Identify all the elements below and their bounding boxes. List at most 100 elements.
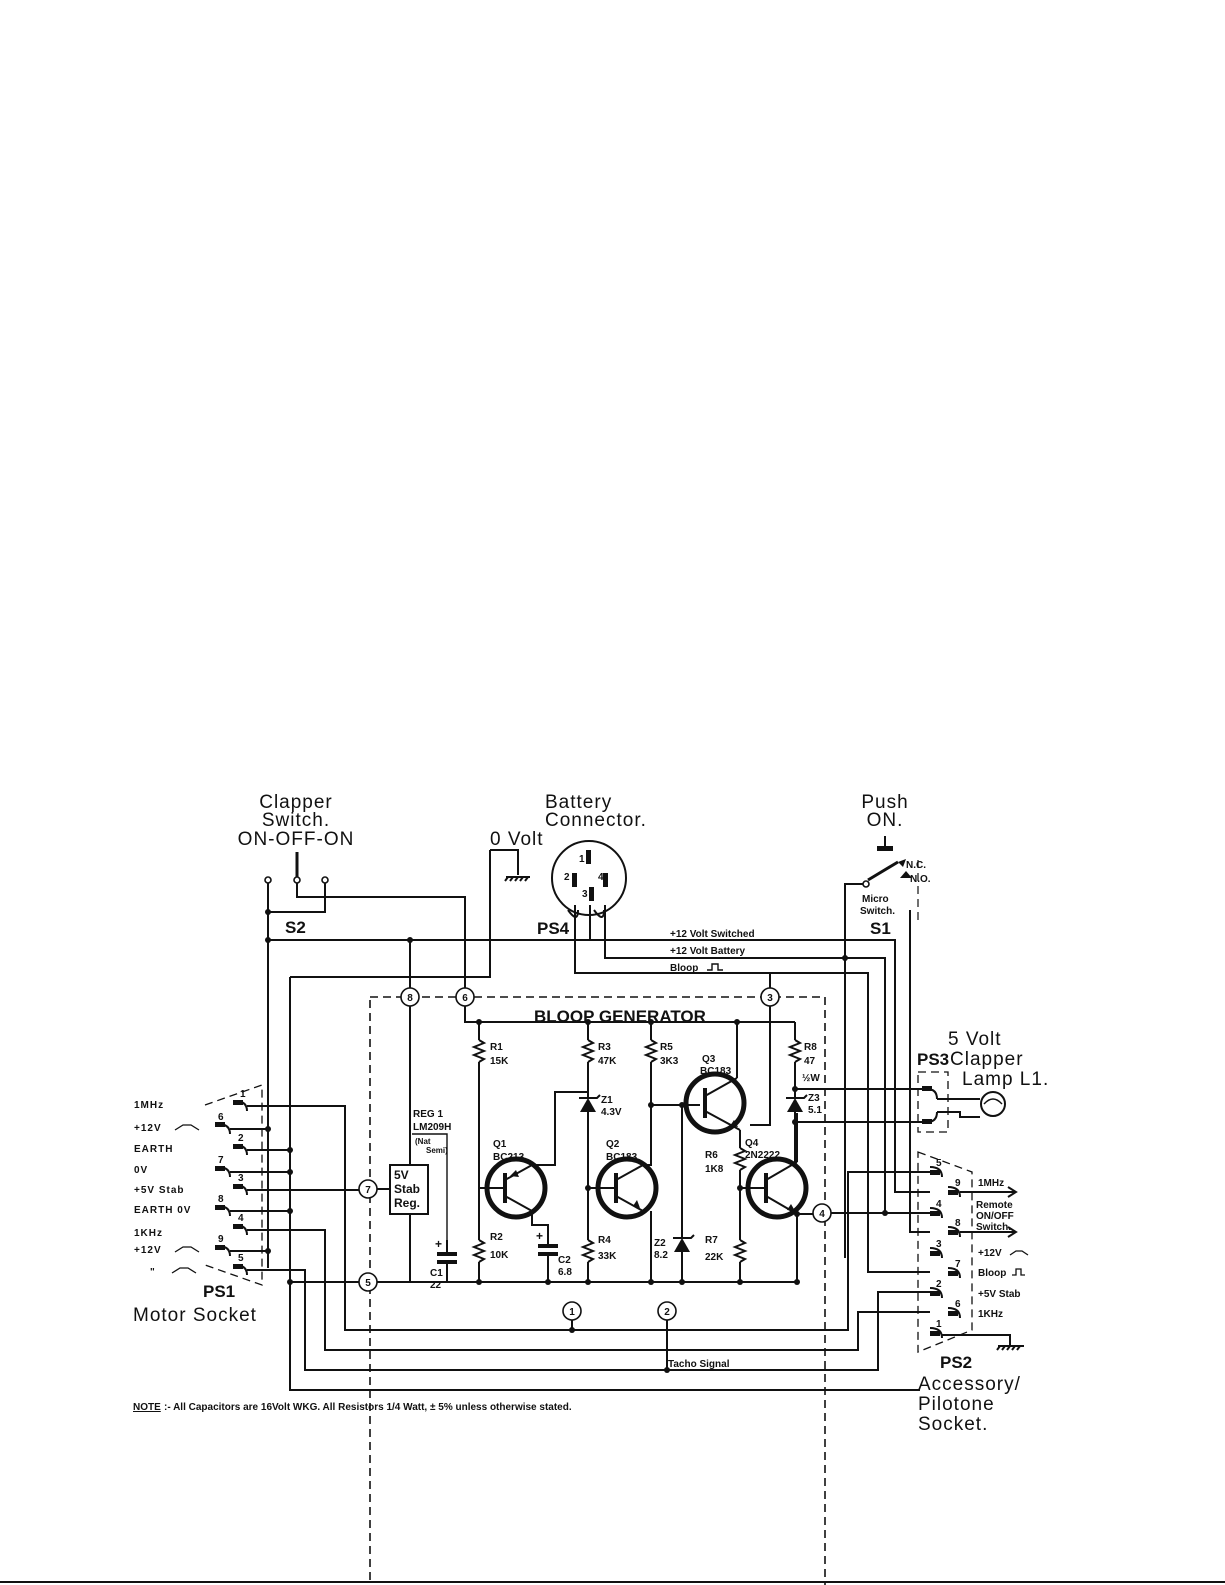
- svg-text:47K: 47K: [598, 1056, 617, 1067]
- svg-text:R7: R7: [705, 1235, 718, 1246]
- wire-0v-return: [289, 977, 920, 1391]
- svg-text:R1: R1: [490, 1042, 503, 1053]
- svg-text:REG 1: REG 1: [413, 1109, 443, 1120]
- svg-text:EARTH 0V: EARTH 0V: [134, 1205, 191, 1216]
- node-5: 5: [358, 1272, 378, 1292]
- svg-text:33K: 33K: [598, 1251, 617, 1262]
- svg-text:3: 3: [582, 889, 588, 900]
- node-4: 4: [812, 1203, 832, 1223]
- q1-transistor: Q1 BC213: [479, 1139, 548, 1220]
- z1-zener: Z1 4.3V: [579, 1094, 622, 1118]
- remote-label-3: Switch.: [976, 1222, 1011, 1233]
- svg-text:+5V Stab: +5V Stab: [978, 1289, 1021, 1300]
- svg-text:+12V: +12V: [134, 1123, 162, 1134]
- s2-label: S2: [285, 918, 306, 937]
- s1-micro-switch: N.C. N.O. Micro Switch. S1: [844, 836, 931, 1258]
- push-on-label: Push ON.: [861, 792, 908, 831]
- svg-text:5.1: 5.1: [808, 1105, 822, 1116]
- node-7: 7: [358, 1179, 378, 1199]
- svg-text:9: 9: [955, 1178, 961, 1189]
- svg-text:4.3V: 4.3V: [601, 1107, 622, 1118]
- ps2-pin-9: 9: [947, 1178, 961, 1198]
- svg-text:6: 6: [955, 1299, 961, 1310]
- svg-text:Bloop: Bloop: [670, 963, 698, 974]
- svg-text:1MHz: 1MHz: [134, 1100, 164, 1111]
- svg-text:½W: ½W: [802, 1073, 820, 1084]
- svg-text:ON.: ON.: [867, 810, 904, 831]
- ps2-pin-5: 5: [929, 1158, 943, 1178]
- node-1: 1: [562, 1301, 582, 1321]
- svg-text:Switch.: Switch.: [262, 810, 330, 831]
- svg-text:0V: 0V: [134, 1165, 148, 1176]
- svg-text:1: 1: [579, 854, 585, 865]
- svg-text:3: 3: [936, 1239, 942, 1250]
- svg-text:R6: R6: [705, 1150, 718, 1161]
- svg-text:8: 8: [218, 1194, 224, 1205]
- internal-supply-rail: [464, 1006, 795, 1023]
- svg-text:7: 7: [955, 1259, 961, 1270]
- svg-text:R8: R8: [804, 1042, 817, 1053]
- pilotone-label: Pilotone: [918, 1394, 995, 1415]
- c1-capacitor: + C1 22: [430, 1237, 457, 1291]
- bloop-generator-title: BLOOP GENERATOR: [534, 1007, 706, 1026]
- svg-text:Reg.: Reg.: [394, 1196, 420, 1210]
- r7-resistor: R7 22K: [705, 1235, 748, 1263]
- svg-text:Push: Push: [861, 792, 908, 813]
- svg-text:3: 3: [767, 993, 773, 1004]
- r3-resistor: R3 47K: [580, 1039, 617, 1067]
- bloop-generator-box: [369, 996, 826, 1585]
- ps2-pin-7: 7: [947, 1259, 961, 1279]
- socket-label: Socket.: [918, 1414, 988, 1435]
- battery-connector-label: Battery Connector.: [545, 792, 647, 831]
- rail-switched-label: +12 Volt Switched: [670, 929, 755, 940]
- svg-text:4: 4: [238, 1213, 244, 1224]
- ps3-label: PS3: [917, 1050, 949, 1069]
- svg-text:4: 4: [936, 1199, 942, 1210]
- svg-text:4: 4: [819, 1209, 825, 1220]
- svg-text:4: 4: [598, 872, 604, 883]
- remote-switch-wire: [909, 910, 930, 1233]
- svg-text:EARTH: EARTH: [134, 1144, 173, 1155]
- r5-resistor: R5 3K3: [643, 1039, 679, 1067]
- wire-1mhz: [247, 1105, 930, 1331]
- svg-text:2: 2: [564, 872, 570, 883]
- ground-icon: [490, 849, 530, 882]
- svg-text:22K: 22K: [705, 1252, 724, 1263]
- ps4-label: PS4: [537, 919, 570, 938]
- svg-text:R4: R4: [598, 1235, 611, 1246]
- svg-text:5: 5: [365, 1278, 371, 1289]
- svg-text:C1: C1: [430, 1268, 443, 1279]
- q4-transistor: Q4 2N2222: [740, 1138, 809, 1220]
- ps2-accessory-socket: 5 9 4 8 3 7 2 6 1 1MHz Remote ON/OFF ON/…: [917, 1151, 1029, 1435]
- svg-text:9: 9: [218, 1234, 224, 1245]
- r4-resistor: R4 33K: [580, 1235, 617, 1263]
- ps1-motor-socket: 1 6 2 7 3 8 4 9 5 1MHz +12V EARTH 0V +5V…: [133, 1084, 263, 1326]
- svg-text:Lamp L1.: Lamp L1.: [962, 1069, 1049, 1090]
- accessory-label: Accessory/: [918, 1374, 1021, 1395]
- ps1-label: PS1: [203, 1282, 235, 1301]
- svg-text:": ": [150, 1267, 156, 1278]
- motor-socket-label: Motor Socket: [133, 1305, 257, 1326]
- svg-text:(Nat: (Nat: [415, 1137, 431, 1146]
- svg-text:2N2222: 2N2222: [745, 1150, 780, 1161]
- z3-zener: Z3 5.1: [786, 1093, 822, 1116]
- remote-label-1: Remote: [976, 1200, 1013, 1211]
- svg-text:Clapper: Clapper: [259, 792, 333, 813]
- ps1-pin-6: 6: [215, 1112, 231, 1135]
- ps2-pin-3: 3: [929, 1239, 943, 1259]
- svg-text:BC183: BC183: [606, 1152, 638, 1163]
- bloop-signal-wire: [770, 972, 930, 1273]
- svg-text:Stab: Stab: [394, 1182, 420, 1196]
- c2-capacitor: + C2 6.8: [531, 1211, 572, 1282]
- svg-text:1MHz: 1MHz: [978, 1178, 1004, 1189]
- svg-text:Connector.: Connector.: [545, 810, 647, 831]
- battery-12v-wire: [604, 905, 886, 1213]
- ps1-pin-9: 9: [215, 1234, 231, 1257]
- svg-text:47: 47: [804, 1056, 816, 1067]
- svg-text::- All Capacitors are 16Volt W: :- All Capacitors are 16Volt WKG. All Re…: [164, 1402, 572, 1413]
- svg-text:+12V: +12V: [978, 1248, 1002, 1259]
- nc-label: N.C.: [906, 860, 926, 871]
- svg-text:1: 1: [240, 1089, 246, 1100]
- svg-text:15K: 15K: [490, 1056, 509, 1067]
- switched-12v-wire: [845, 939, 930, 1193]
